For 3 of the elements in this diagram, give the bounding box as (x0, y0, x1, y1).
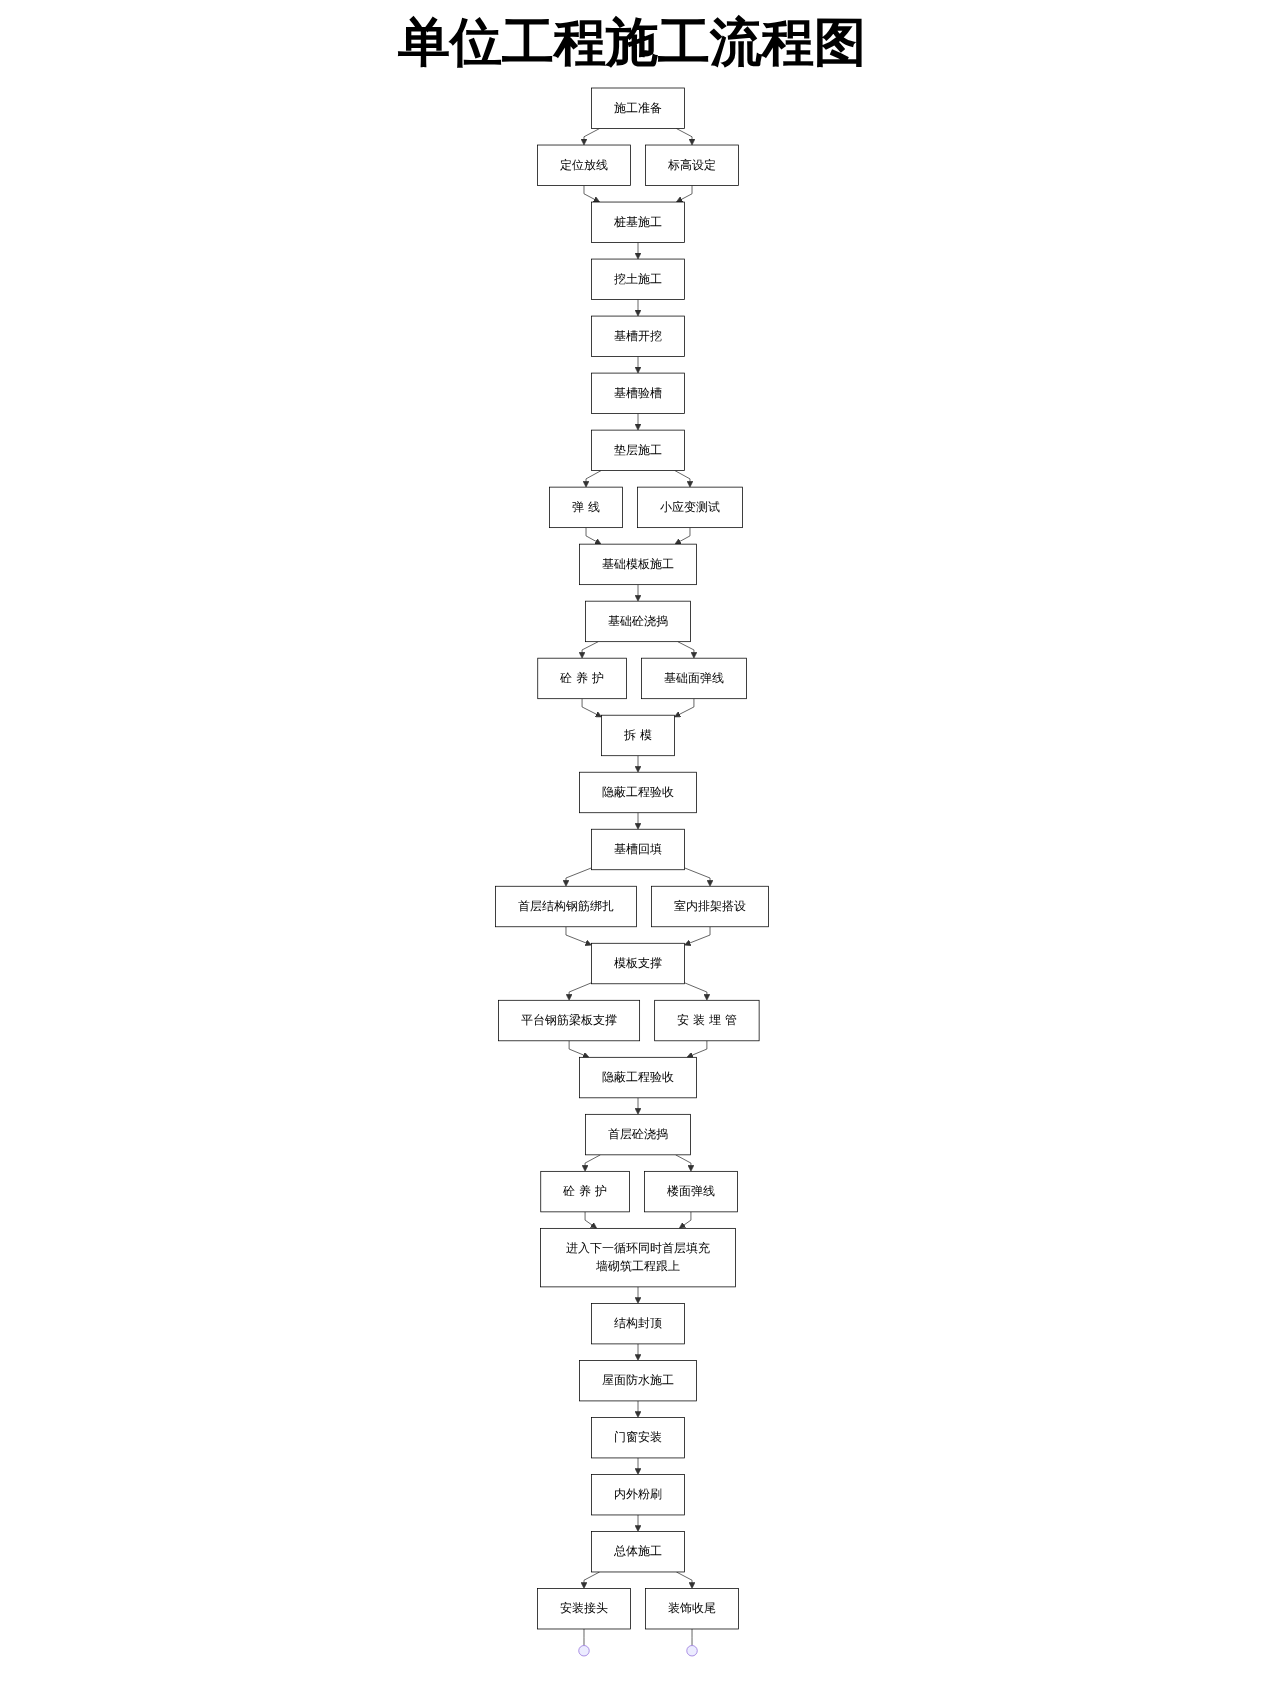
connector (583, 1628, 585, 1646)
diagram-title: 单位工程施工流程图 (396, 12, 868, 78)
connector (691, 1628, 693, 1646)
